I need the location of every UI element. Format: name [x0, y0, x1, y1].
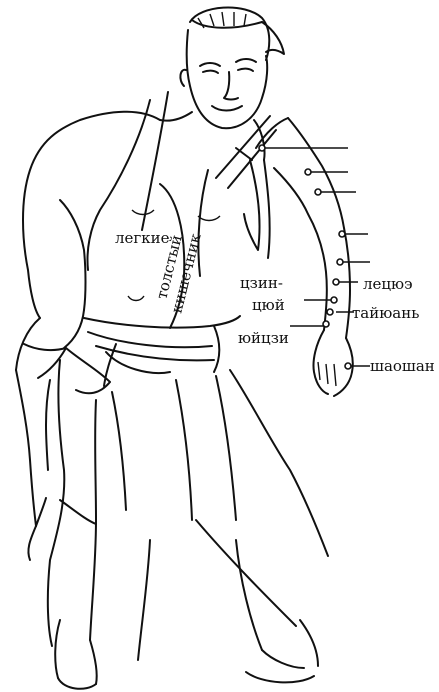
- label-shaoshang: шаошан: [370, 357, 435, 375]
- head: [179, 6, 285, 130]
- label-yuji: юйцзи: [238, 329, 289, 347]
- torso: [22, 91, 271, 329]
- label-jingqu-line1: цзин-: [240, 274, 283, 292]
- label-lieque: лецюэ: [363, 275, 413, 293]
- right-arm: [215, 115, 354, 397]
- meridian-points: [258, 144, 370, 370]
- label-jingqu-line2: цюй: [252, 296, 285, 314]
- robe: [27, 359, 329, 690]
- label-lungs: легкие: [115, 229, 170, 247]
- sash: [83, 315, 241, 387]
- left-arm: [15, 309, 111, 527]
- label-taiyuan: тайюань: [352, 304, 419, 322]
